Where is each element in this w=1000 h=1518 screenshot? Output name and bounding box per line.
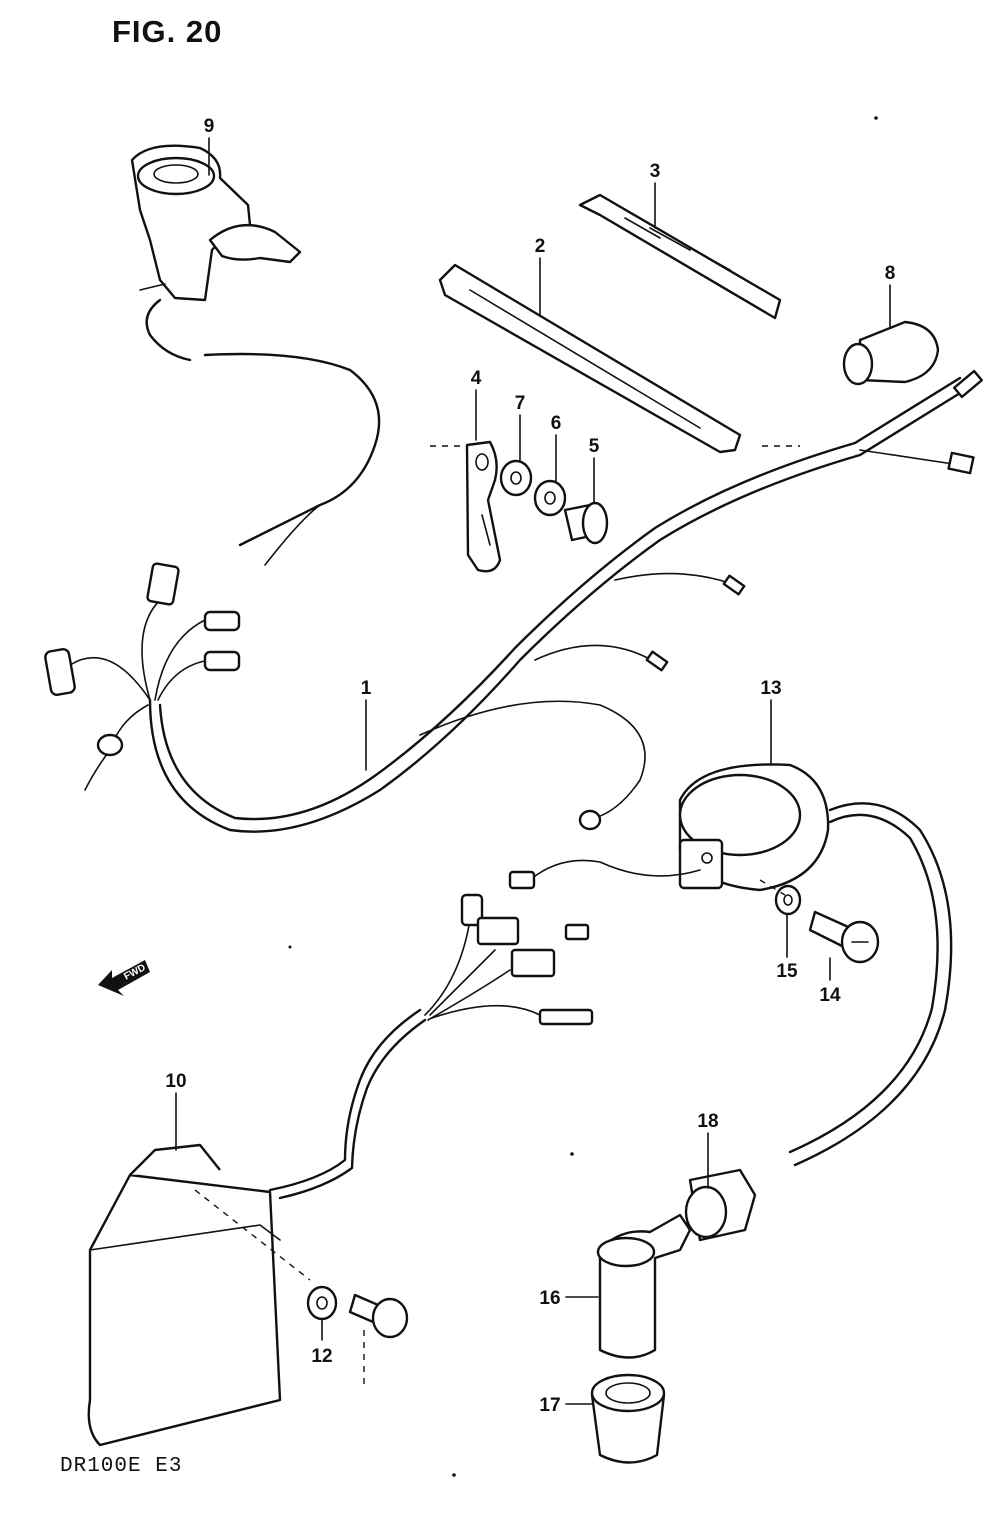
callout-3: 3: [650, 161, 661, 182]
part-6-washer: [533, 479, 567, 517]
part-2-band: [438, 263, 742, 454]
part-9-handlebar-switch: [130, 144, 381, 566]
callout-13: 13: [760, 678, 781, 699]
part-1-wiring-harness: [44, 369, 984, 833]
part-5-bolt: [563, 501, 609, 545]
part-7-washer: [499, 459, 533, 497]
callout-17: 17: [539, 1395, 560, 1416]
callout-1: 1: [361, 678, 372, 699]
model-code: DR100E E3: [60, 1455, 183, 1478]
part-12-washer-screw: [306, 1285, 409, 1339]
callout-9: 9: [204, 116, 215, 137]
callout-14: 14: [819, 985, 841, 1006]
part-18-seal: [684, 1168, 757, 1242]
callout-2: 2: [535, 236, 546, 257]
part-13-ignition-coil: [508, 763, 953, 1167]
callout-7: 7: [515, 393, 526, 414]
part-10-cdi-unit: [87, 893, 594, 1447]
callouts: 9 3 2 8 4 7 6 5 1 13 15 14 10 12 18 16 1…: [165, 116, 895, 1416]
callout-16: 16: [539, 1288, 560, 1309]
leader-lines: [175, 137, 891, 1405]
figure-title: FIG. 20: [112, 14, 223, 49]
part-14-screw: [808, 910, 880, 964]
callout-15: 15: [776, 961, 798, 982]
callout-6: 6: [551, 413, 562, 434]
callout-5: 5: [589, 436, 600, 457]
part-8-cap: [842, 320, 940, 386]
part-15-washer: [774, 884, 802, 916]
part-16-plug-cap: [596, 1213, 692, 1359]
part-17-plug-boot: [590, 1373, 666, 1464]
part-4-bracket: [465, 440, 502, 573]
callout-10: 10: [165, 1071, 186, 1092]
part-3-cable-tie: [578, 193, 782, 320]
callout-8: 8: [885, 263, 896, 284]
callout-4: 4: [471, 368, 482, 389]
fwd-arrow-icon: FWD: [98, 960, 150, 996]
callout-18: 18: [697, 1111, 718, 1132]
callout-12: 12: [311, 1346, 332, 1367]
